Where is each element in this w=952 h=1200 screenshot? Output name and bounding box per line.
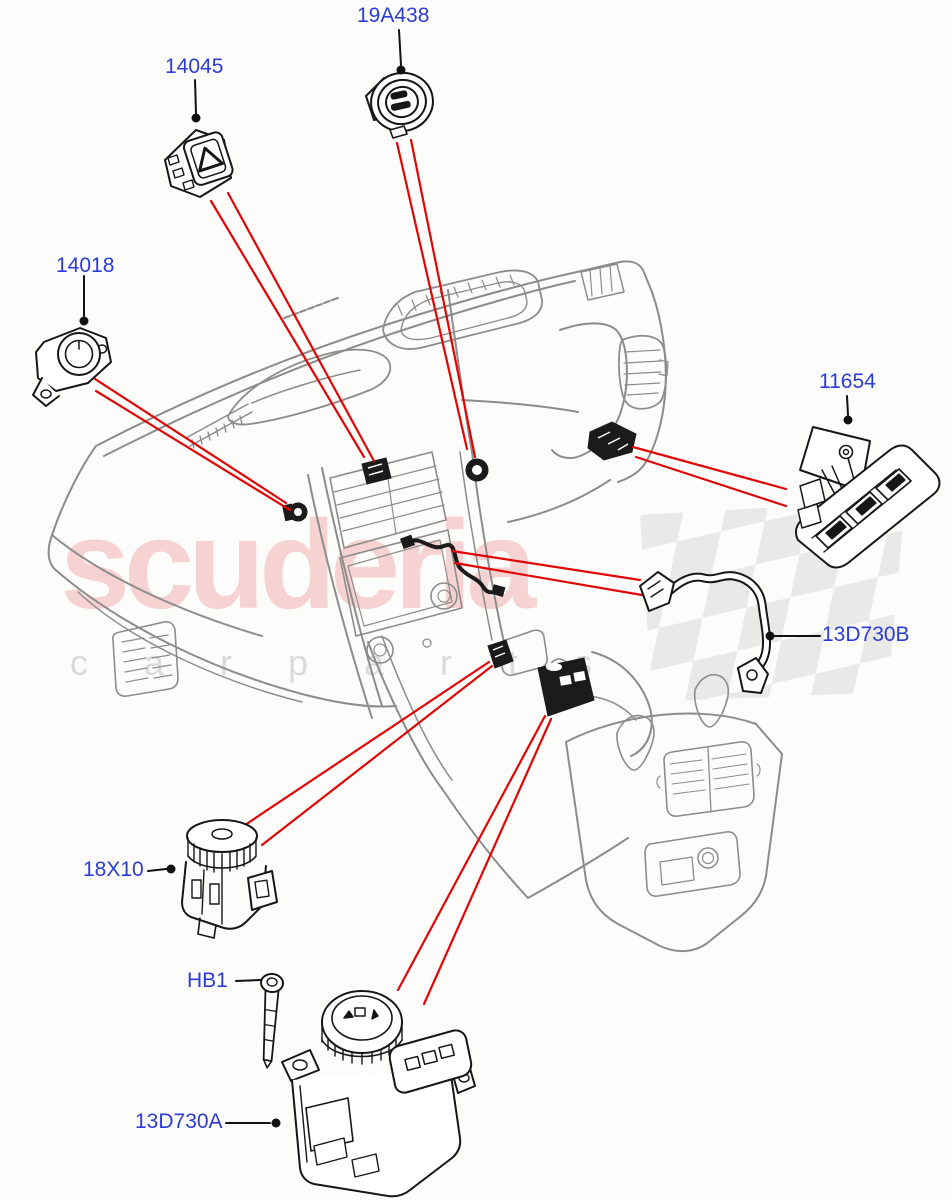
leader-14018: [90, 375, 292, 512]
part-drawing-14045: [164, 129, 234, 198]
terrain-switch-location: [537, 657, 595, 717]
part-label-window-switch-pack[interactable]: 11654: [819, 370, 876, 393]
part-drawing-18X10: [181, 819, 278, 939]
part-label-terrain-control-module[interactable]: 13D730A: [135, 1110, 223, 1133]
part-drawing-14018: [32, 327, 112, 407]
console-switch-location: [487, 639, 514, 669]
leader-13D730A: [396, 714, 553, 1006]
part-drawing-HB1: [260, 972, 284, 1069]
leader-11654: [631, 445, 788, 508]
leader-19A438: [395, 138, 477, 459]
headlamp-switch-location: [282, 502, 308, 522]
part-label-jumper-harness[interactable]: 13D730B: [822, 623, 910, 646]
harness-location: [399, 534, 506, 597]
in-dash-components: [282, 421, 637, 717]
part-label-headlamp-switch[interactable]: 14018: [56, 254, 115, 277]
window-switch-location: [587, 421, 637, 461]
part-drawing-11654: [795, 426, 941, 569]
vehicle-line-art: [47, 260, 783, 952]
label-leader-lines: [79, 29, 853, 1128]
part-drawings: [32, 71, 941, 1198]
part-label-power-socket[interactable]: 19A438: [357, 4, 430, 27]
part-label-screw[interactable]: HB1: [187, 969, 228, 992]
part-label-hazard-switch[interactable]: 14045: [165, 55, 224, 78]
part-drawing-13D730A: [281, 990, 476, 1198]
hazard-switch-location: [361, 457, 392, 485]
leader-13D730B: [450, 549, 644, 597]
part-drawing-13D730B: [639, 571, 771, 694]
red-leader-lines: [90, 138, 788, 1006]
part-label-console-rotary-switch[interactable]: 18X10: [83, 858, 144, 881]
leader-18X10: [243, 660, 494, 847]
part-drawing-19A438: [365, 71, 434, 139]
leader-14045: [209, 191, 376, 463]
